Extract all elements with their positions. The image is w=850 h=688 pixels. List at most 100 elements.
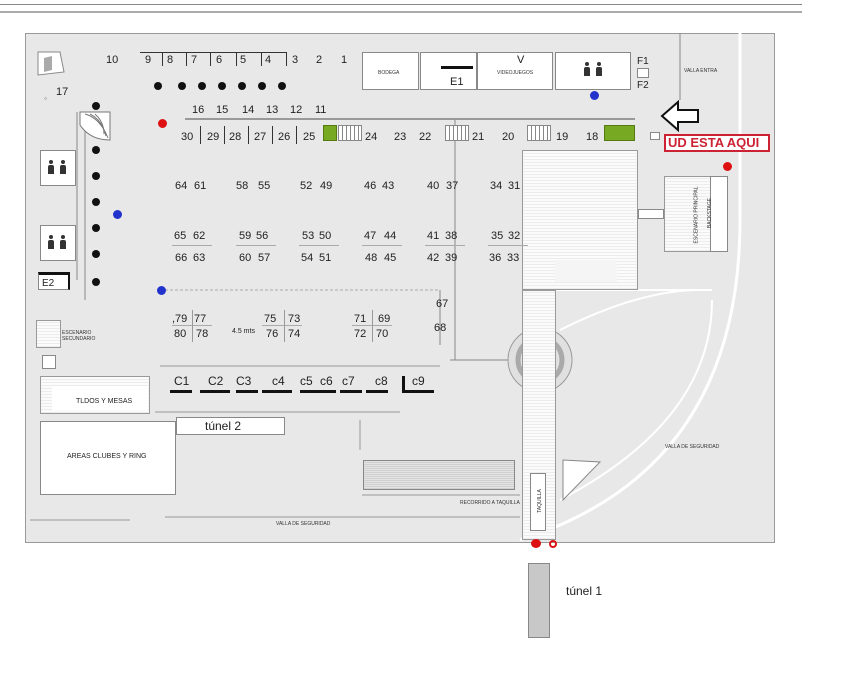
stand-number[interactable]: 13 [266, 104, 279, 116]
stand-number[interactable]: 4 [265, 54, 272, 66]
bodega-building [362, 52, 419, 90]
stand-number[interactable]: 42 [427, 252, 440, 264]
stand-number[interactable]: 6 [216, 54, 223, 66]
stand-number[interactable]: 3 [292, 54, 299, 66]
stand-number[interactable]: 1 [341, 54, 348, 66]
stand-number[interactable]: 17 [56, 86, 69, 98]
stand-number[interactable]: 71 [354, 313, 367, 325]
stand-number[interactable]: 62 [193, 230, 206, 242]
stand-number[interactable]: 58 [236, 180, 249, 192]
stand-number[interactable]: 54 [301, 252, 314, 264]
stand-number[interactable]: 7 [191, 54, 198, 66]
stand-number[interactable]: 5 [240, 54, 247, 66]
stand-number[interactable]: 61 [194, 180, 207, 192]
tent-label[interactable]: c6 [320, 374, 333, 388]
stand-number[interactable]: 49 [320, 180, 333, 192]
stand-number[interactable]: 32 [508, 230, 521, 242]
stand-number[interactable]: 43 [382, 180, 395, 192]
stand-number[interactable]: 35 [491, 230, 504, 242]
valla-bottom-label: VALLA DE SEGURIDAD [276, 521, 331, 527]
green-stand[interactable] [323, 125, 337, 141]
stand-number[interactable]: 46 [364, 180, 377, 192]
stand-number[interactable]: 67 [436, 298, 449, 310]
tent-label[interactable]: c4 [272, 374, 285, 388]
stand-number[interactable]: 41 [427, 230, 440, 242]
tent-label[interactable]: C2 [208, 374, 224, 388]
stand-number[interactable]: 55 [258, 180, 271, 192]
stand-number[interactable]: 78 [196, 328, 209, 340]
stand-number[interactable]: 56 [256, 230, 269, 242]
stand-number[interactable]: ,79 [172, 313, 188, 325]
stand-number[interactable]: 22 [419, 131, 432, 143]
stand-number[interactable]: 66 [175, 252, 188, 264]
stand-number[interactable]: 57 [258, 252, 271, 264]
stand-number[interactable]: 39 [445, 252, 458, 264]
stand-number[interactable]: 29 [207, 131, 220, 143]
stand-number[interactable]: 59 [239, 230, 252, 242]
stand-number[interactable]: 75 [264, 313, 277, 325]
stand-number[interactable]: 48 [365, 252, 378, 264]
stand-number[interactable]: 47 [364, 230, 377, 242]
stand-number[interactable]: 69 [378, 313, 391, 325]
stand-number[interactable]: 80 [174, 328, 187, 340]
stand-number[interactable]: 9 [145, 54, 152, 66]
stand-number[interactable]: 74 [288, 328, 301, 340]
green-stand[interactable] [604, 125, 635, 141]
stand-number[interactable]: 11 [315, 104, 327, 116]
tent-label[interactable]: c8 [375, 374, 388, 388]
stand-number[interactable]: 53 [302, 230, 315, 242]
blue-marker [157, 286, 166, 295]
stand-number[interactable]: 34 [490, 180, 503, 192]
stand-number[interactable]: 33 [507, 252, 520, 264]
stand-number[interactable]: 70 [376, 328, 389, 340]
tent-label[interactable]: C1 [174, 374, 190, 388]
stand-number[interactable]: 44 [384, 230, 397, 242]
stand-number[interactable]: 28 [229, 131, 242, 143]
stand-number[interactable]: 40 [427, 180, 440, 192]
stand-number[interactable]: 51 [319, 252, 332, 264]
tent-label[interactable]: c7 [342, 374, 355, 388]
stand-number[interactable]: 23 [394, 131, 407, 143]
stand-number[interactable]: 18 [586, 131, 599, 143]
tent-label[interactable]: c9 [412, 374, 425, 388]
stand-number[interactable]: 63 [193, 252, 206, 264]
triangle-area [562, 459, 602, 502]
stand-number[interactable]: 38 [445, 230, 458, 242]
stand-number[interactable]: 65 [174, 230, 187, 242]
stand-number[interactable]: 37 [446, 180, 459, 192]
stand-number[interactable]: 20 [502, 131, 515, 143]
stand-number[interactable]: 77 [194, 313, 207, 325]
stand-number[interactable]: 45 [384, 252, 397, 264]
stand-number[interactable]: 25 [303, 131, 316, 143]
stand-box [338, 125, 362, 141]
stand-number[interactable]: 72 [354, 328, 367, 340]
stand-number[interactable]: 60 [239, 252, 252, 264]
stand-number[interactable]: 52 [300, 180, 313, 192]
stand-number[interactable]: 50 [319, 230, 332, 242]
valla-right-label: VALLA DE SEGURIDAD [665, 444, 720, 450]
stand-number[interactable]: 21 [472, 131, 485, 143]
stand-number[interactable]: 15 [216, 104, 229, 116]
tent-label[interactable]: C3 [236, 374, 252, 388]
stand-number[interactable]: 26 [278, 131, 291, 143]
stand-number[interactable]: 16 [192, 104, 205, 116]
stand-number[interactable]: 10 [106, 54, 119, 66]
stand-number[interactable]: 73 [288, 313, 301, 325]
e1-marker [441, 66, 473, 69]
stand-number[interactable]: 12 [290, 104, 303, 116]
stand-number[interactable]: 31 [508, 180, 521, 192]
stand-number[interactable]: 27 [254, 131, 267, 143]
red-marker [723, 162, 732, 171]
top-border-2 [0, 11, 802, 13]
tent-label[interactable]: c5 [300, 374, 313, 388]
stand-number[interactable]: 64 [175, 180, 188, 192]
stand-number[interactable]: 14 [242, 104, 255, 116]
stand-number[interactable]: 2 [316, 54, 323, 66]
stand-number[interactable]: 76 [266, 328, 279, 340]
stand-number[interactable]: 68 [434, 322, 447, 334]
stand-number[interactable]: 36 [489, 252, 502, 264]
stand-number[interactable]: 19 [556, 131, 569, 143]
stand-number[interactable]: 24 [365, 131, 378, 143]
stand-number[interactable]: 30 [181, 131, 194, 143]
stand-number[interactable]: 8 [167, 54, 174, 66]
